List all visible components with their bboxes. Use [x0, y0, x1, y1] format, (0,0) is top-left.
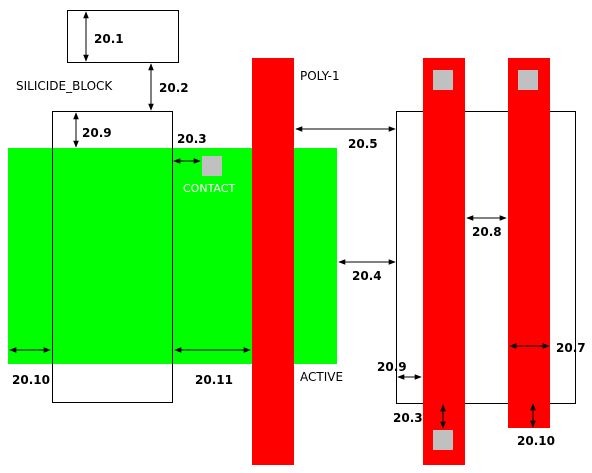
rule-20-11: 20.11: [195, 373, 233, 387]
silicide-block-left: [52, 111, 173, 403]
contact-poly-1-bottom: [433, 430, 453, 450]
rule-20-7: 20.7: [556, 341, 586, 355]
poly-stripe-2: [508, 58, 550, 428]
rule-20-5: 20.5: [348, 137, 378, 151]
rule-20-8: 20.8: [472, 225, 502, 239]
rule-20-3-bottom: 20.3: [393, 411, 423, 425]
label-poly: POLY-1: [300, 69, 340, 83]
rule-20-4: 20.4: [352, 269, 382, 283]
rule-20-9-left: 20.9: [82, 126, 112, 140]
contact-active: [202, 156, 222, 176]
label-contact: CONTACT: [183, 182, 235, 195]
silicide-block-right: [396, 111, 576, 404]
rule-20-9-right: 20.9: [377, 360, 407, 374]
label-silicide-block: SILICIDE_BLOCK: [16, 79, 113, 93]
contact-poly-2-top: [518, 70, 538, 90]
rule-20-1: 20.1: [94, 32, 124, 46]
poly-gate-center: [252, 58, 294, 465]
rule-20-3-top: 20.3: [177, 132, 207, 146]
rule-20-2: 20.2: [159, 81, 189, 95]
rule-20-10-left: 20.10: [12, 373, 50, 387]
poly-stripe-1: [423, 58, 465, 465]
silicide-block-small: [67, 10, 179, 63]
contact-poly-1-top: [433, 70, 453, 90]
rule-20-10-right: 20.10: [517, 434, 555, 448]
label-active: ACTIVE: [300, 370, 343, 384]
